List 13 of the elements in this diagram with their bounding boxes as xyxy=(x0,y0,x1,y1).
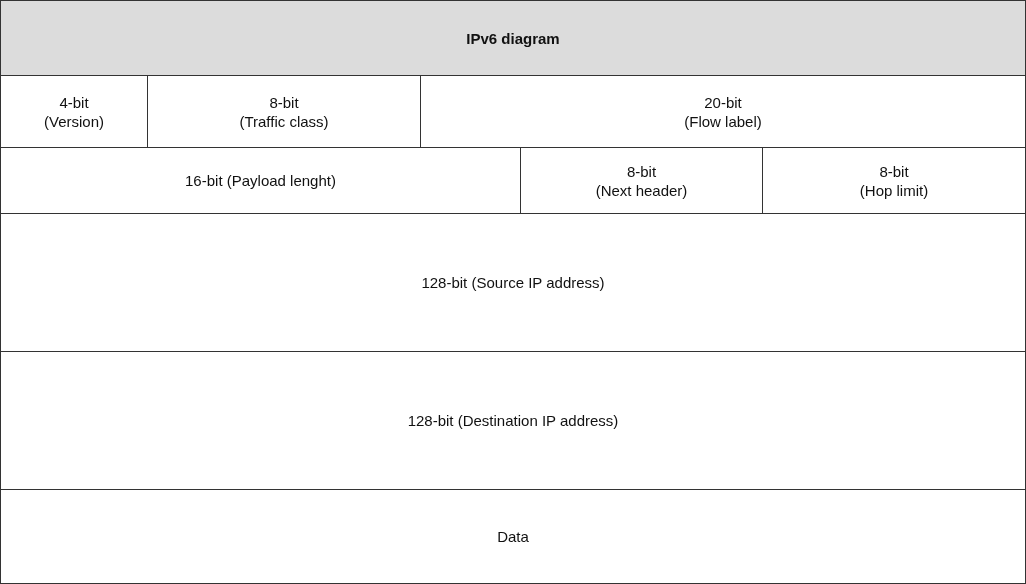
field-label: 20-bit (Flow label) xyxy=(684,92,762,131)
field-label: 8-bit (Traffic class) xyxy=(239,92,329,131)
field-label: 8-bit (Hop limit) xyxy=(859,161,929,200)
field-cell xyxy=(0,351,1026,490)
field-label: 4-bit (Version) xyxy=(44,92,104,131)
field-cell xyxy=(0,213,1026,352)
field-label: 16-bit (Payload lenght) xyxy=(185,171,336,190)
field-label: 128-bit (Source IP address) xyxy=(421,273,605,292)
field-label: Data xyxy=(497,527,529,546)
field-label: 8-bit (Next header) xyxy=(595,161,688,200)
field-cell xyxy=(0,489,1026,584)
field-label: 128-bit (Destination IP address) xyxy=(407,411,619,430)
title: IPv6 diagram xyxy=(466,29,560,47)
